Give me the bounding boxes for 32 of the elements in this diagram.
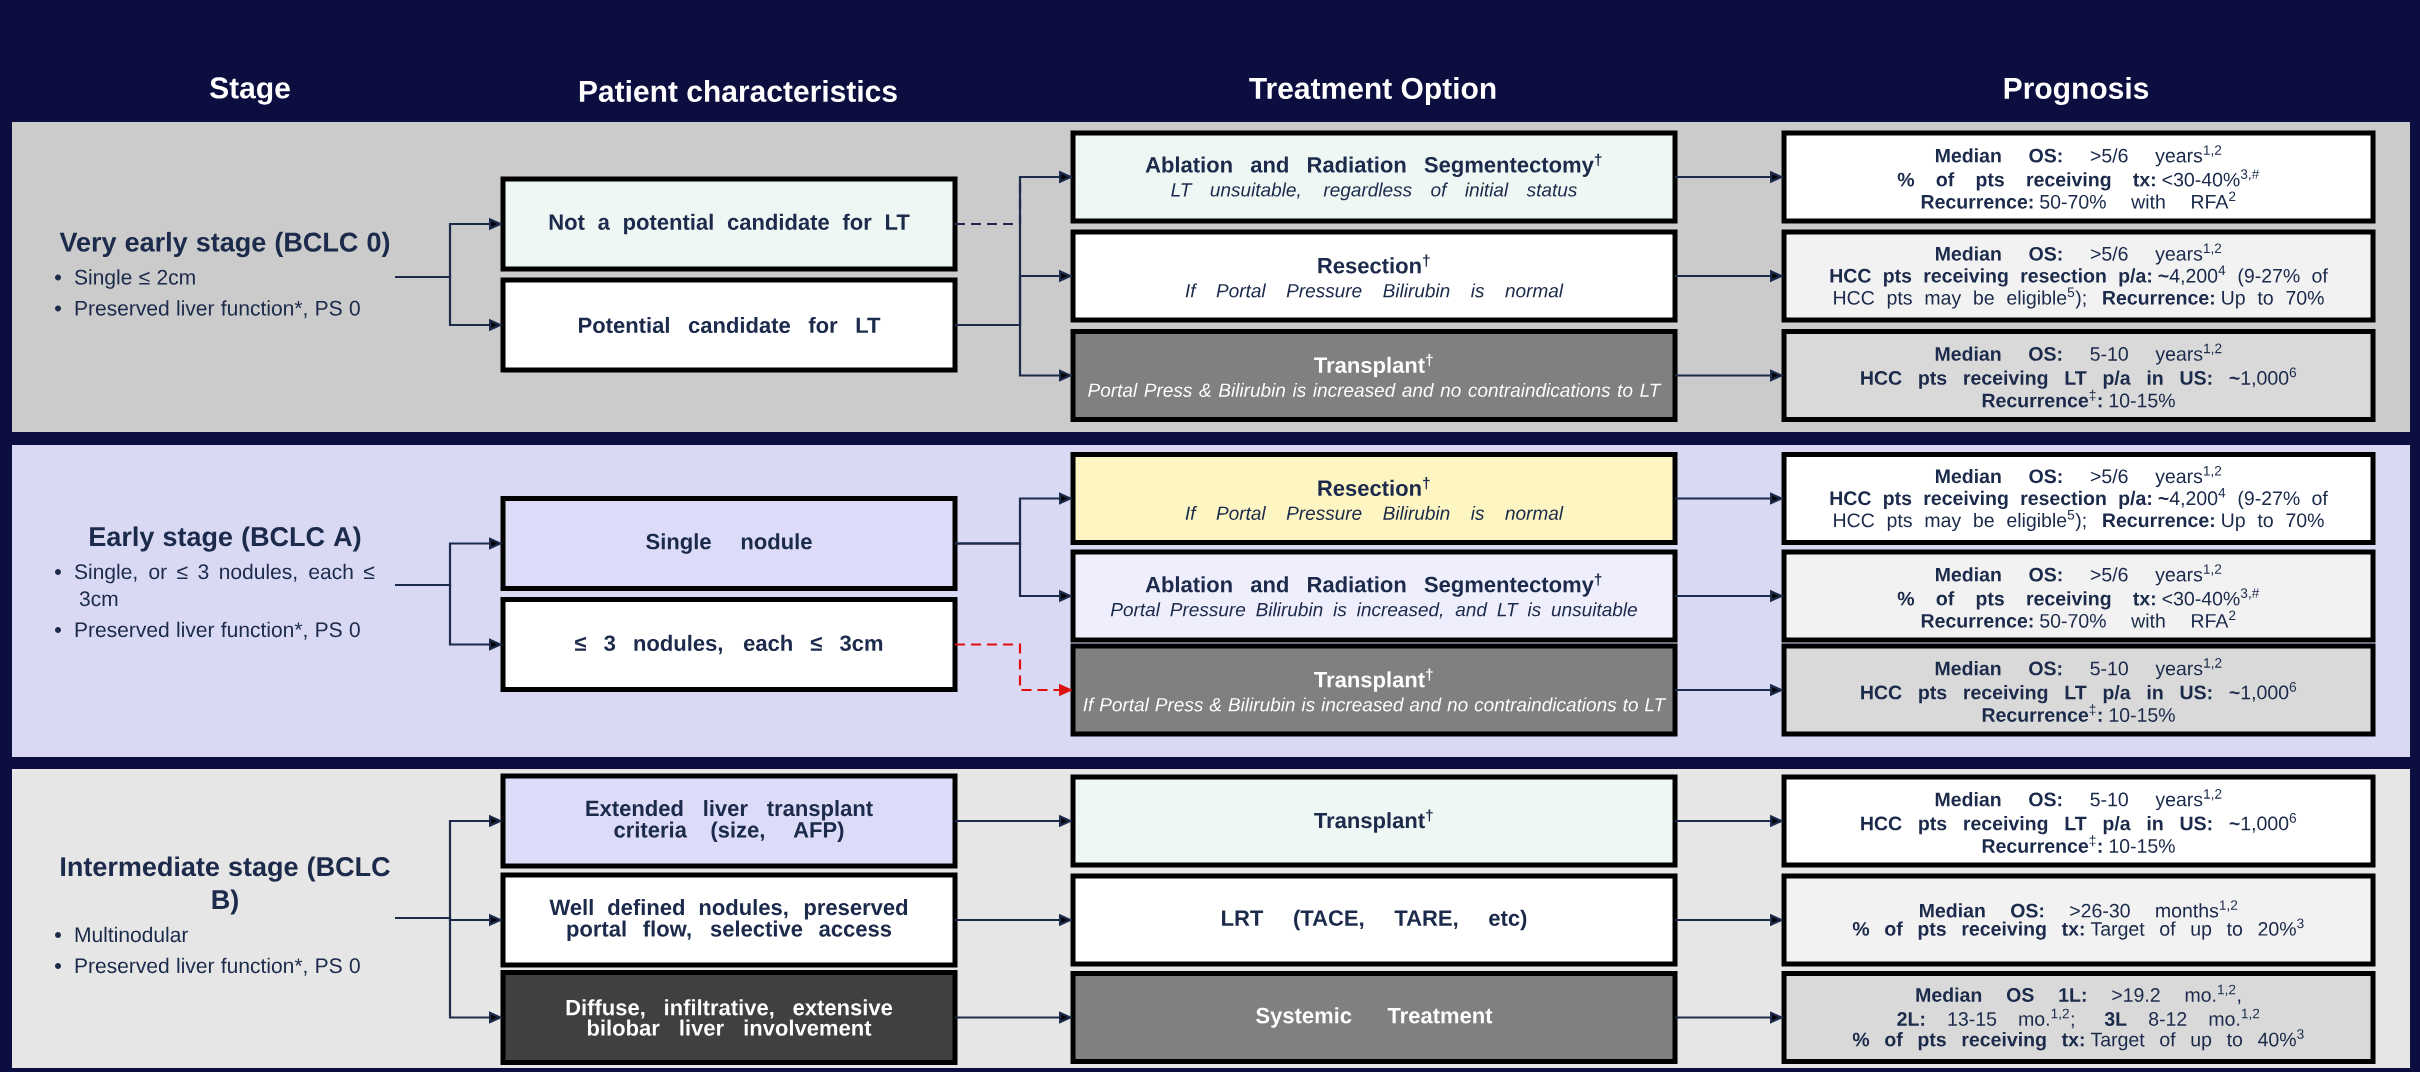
treatment-box: Transplant$^{†}$ Portal Press & Bilirubin is increased and no contraindications to LT (1070, 329, 1678, 422)
stage-text: Early stage (BCLC A) Single, or ≤ 3 nodules, each ≤ 3cm Preserved liver function*, PS 0 (55, 526, 375, 640)
column-header: Stage (210, 77, 290, 105)
characteristic-box: Single nodule (500, 496, 958, 591)
treatment-box: Systemic Treatment (1070, 971, 1678, 1064)
column-header: Treatment Option (1249, 77, 1496, 105)
column-header: Patient characteristics (579, 80, 897, 103)
characteristic-box: Diffuse, infiltrative, extensive bilobar liver involvement (500, 970, 958, 1065)
characteristic-box: Well defined nodules, preserved portal flow, selective access (500, 872, 958, 968)
prognosis-box: Median OS: >5/6 years$^{1,2}$ % of pts receiving tx: <30-40%$^{3,#}$ Recurrence: 50-70% with RFA$^{2}$ (1781, 549, 2376, 643)
treatment-box: Resection$^{†}$ If Portal Pressure Bilirubin is normal (1070, 229, 1678, 323)
treatment-box: Ablation and Radiation Segmentectomy$^{†}$ LT unsuitable, regardless of initial status (1070, 130, 1678, 224)
treatment-box: Transplant$^{†}$ (1070, 774, 1678, 868)
prognosis-box: Median OS: 5-10 years$^{1,2}$ HCC pts receiving LT p/a in US: ~1,000$^{6}$ Recurrence$^{‡}$: 10-15% (1781, 643, 2376, 737)
treatment-box: Resection$^{†}$ If Portal Pressure Bilirubin is normal (1070, 452, 1678, 545)
characteristic-box: ≤ 3 nodules, each ≤ 3cm (500, 597, 958, 692)
prognosis-box: Median OS: >5/6 years$^{1,2}$ HCC pts receiving resection p/a: ~4,200$^{4}$ (9-27% of HCC pts may be eligible$^{5}$); Recurrence: Up to 70% (1781, 452, 2376, 545)
prognosis-box: Median OS: >5/6 years$^{1,2}$ HCC pts receiving resection p/a: ~4,200$^{4}$ (9-27% of HCC pts may be eligible$^{5}$); Recurrence: Up to 70% (1781, 229, 2376, 323)
treatment-box: Ablation and Radiation Segmentectomy$^{†}$ Portal Pressure Bilirubin is increased, and LT is unsuitable (1070, 549, 1678, 643)
characteristic-box: Potential candidate for LT (500, 277, 958, 373)
prognosis-box: Median OS: 5-10 years$^{1,2}$ HCC pts receiving LT p/a in US: ~1,000$^{6}$ Recurrence$^{‡}$: 10-15% (1781, 774, 2376, 868)
prognosis-box: Median OS: 5-10 years$^{1,2}$ HCC pts receiving LT p/a in US: ~1,000$^{6}$ Recurrence$^{‡}$: 10-15% (1781, 329, 2376, 422)
column-header: Prognosis (2004, 76, 2149, 106)
characteristic-box: Extended liver transplant criteria (size, AFP) (500, 773, 958, 869)
stage-text: Intermediate stage (BCLC B) Multinodular Preserved liver function*, PS 0 (55, 856, 390, 976)
treatment-box: Transplant$^{†}$ If Portal Press & Bilirubin is increased and no contraindications to LT (1070, 643, 1678, 737)
prognosis-box: Median OS: >5/6 years$^{1,2}$ % of pts receiving tx: <30-40%$^{3,#}$ Recurrence: 50-70% with RFA$^{2}$ (1781, 130, 2376, 224)
characteristic-box: Not a potential candidate for LT (500, 176, 958, 272)
stage-text: Very early stage (BCLC 0) Single ≤ 2cm Preserved liver function*, PS 0 (55, 231, 390, 319)
prognosis-box: Median OS: >26-30 months$^{1,2}$ % of pts receiving tx: Target of up to 20%$^{3}$ (1781, 873, 2376, 967)
treatment-box: LRT (TACE, TARE, etc) (1070, 873, 1678, 967)
prognosis-box: Median OS 1L: >19.2 mo.$^{1,2}$, 2L: 13-15 mo.$^{1,2}$; 3L 8-12 mo.$^{1,2}$ % of pts receiving tx: Target of up to 40%$^{3}$ (1781, 971, 2376, 1064)
